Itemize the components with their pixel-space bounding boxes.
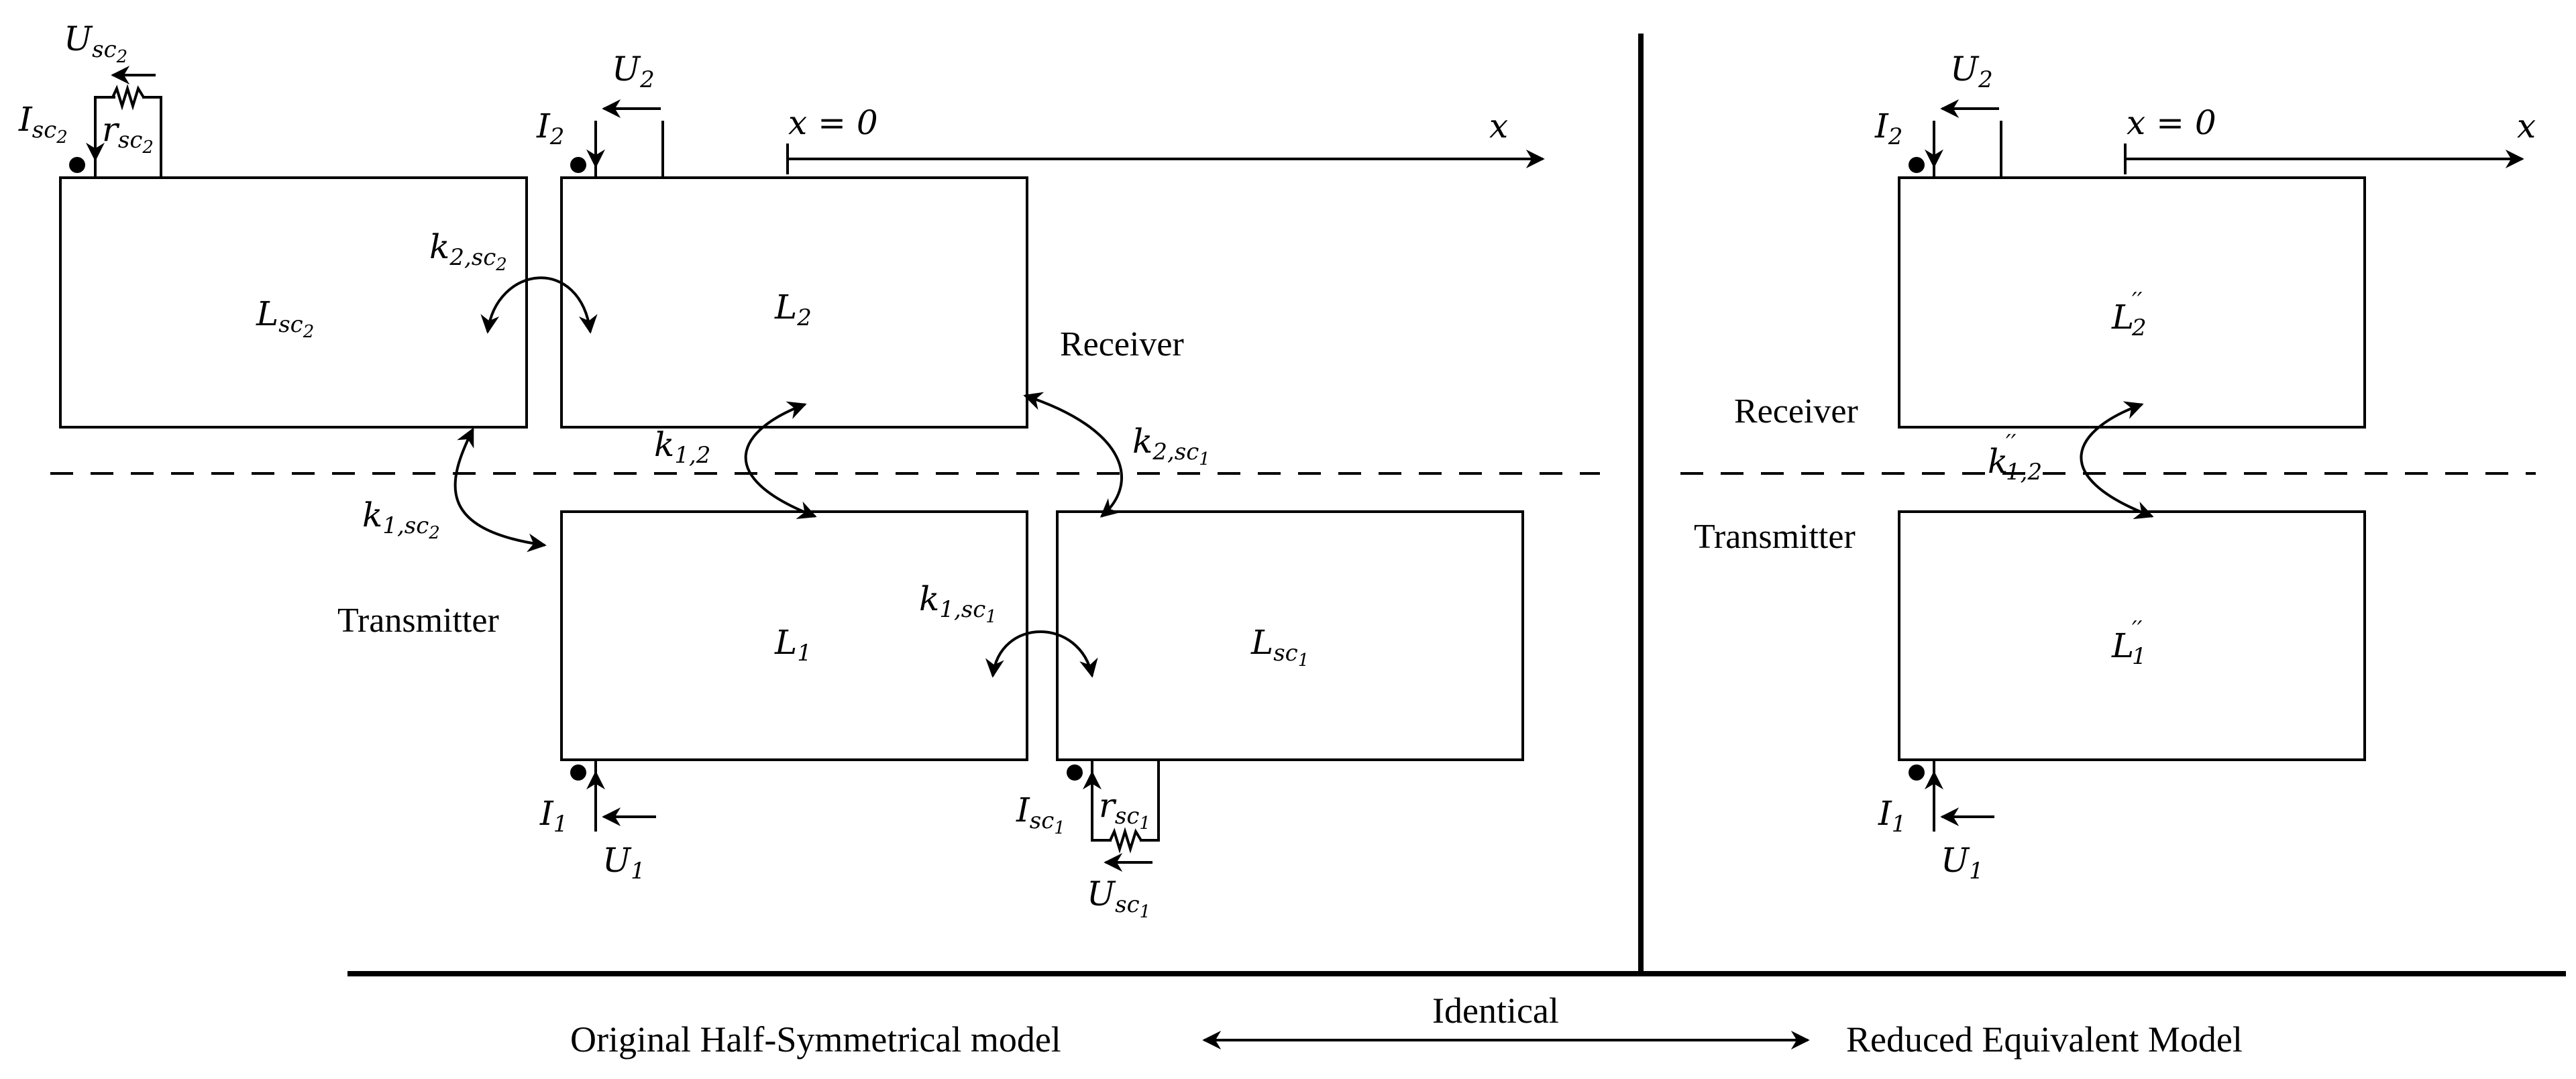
label-U2-reduced: U2	[1950, 50, 1993, 93]
coupling-arrow-k1sc1	[985, 630, 1098, 678]
terminal-L2-reduced	[1909, 99, 2002, 178]
box-L-sc2	[59, 176, 528, 429]
label-U1-reduced: U1	[1941, 841, 1984, 885]
label-k1sc1: k1,sc1	[919, 579, 997, 627]
label-U2: U2	[612, 50, 655, 93]
label-receiver: Receiver	[1060, 325, 1184, 363]
box-L2	[560, 176, 1028, 429]
label-receiver-reduced: Receiver	[1734, 392, 1858, 431]
terminal-L-sc1	[1067, 760, 1160, 872]
label-I2: I2	[536, 107, 564, 150]
label-transmitter-reduced: Transmitter	[1694, 518, 1856, 556]
footer-reduced: Reduced Equivalent Model	[1846, 1019, 2243, 1060]
box-L1-reduced	[1898, 510, 2366, 761]
label-L1-reduced: L ′′ 1	[2111, 616, 2147, 670]
label-U-sc1: Usc1	[1087, 874, 1150, 922]
svg-text:L: L	[2111, 626, 2134, 665]
label-I1-reduced: I1	[1878, 794, 1906, 838]
footer-identical: Identical	[1432, 990, 1559, 1031]
coupling-arrow-k1sc2	[453, 427, 547, 553]
svg-text:1: 1	[2132, 643, 2147, 670]
box-L2-reduced	[1898, 176, 2366, 429]
terminal-L2	[570, 99, 664, 178]
svg-text:2: 2	[2131, 315, 2147, 341]
label-transmitter: Transmitter	[337, 602, 499, 640]
label-U1: U1	[602, 841, 645, 885]
label-x0-reduced: x = 0	[2127, 103, 2216, 142]
terminal-L-sc2	[69, 66, 162, 178]
box-L-sc1	[1056, 510, 1524, 761]
label-I2-reduced: I2	[1874, 107, 1902, 150]
label-I1: I1	[539, 794, 568, 838]
svg-text:k: k	[1988, 442, 2008, 481]
label-k2sc2: k2,sc2	[429, 227, 507, 275]
label-k1sc2: k1,sc2	[362, 496, 440, 543]
label-I-sc1: Isc1	[1016, 791, 1065, 838]
label-L-sc1: Lsc1	[1250, 623, 1309, 671]
label-k12-reduced: k ′′ 1,2	[1988, 430, 2042, 486]
label-L1: L1	[774, 623, 812, 667]
x-axis-reduced	[2124, 144, 2524, 174]
x-axis-original	[786, 144, 1545, 174]
coupling-arrow-k12-reduced	[2080, 401, 2154, 520]
svg-text:1,2: 1,2	[2006, 459, 2042, 486]
label-r-sc1: rsc1	[1099, 786, 1150, 834]
label-x0-original: x = 0	[788, 103, 878, 142]
svg-text:′′: ′′	[2006, 430, 2017, 457]
label-L2: L2	[774, 288, 812, 331]
label-L-sc2: Lsc2	[256, 294, 314, 342]
svg-text:′′: ′′	[2132, 288, 2143, 315]
svg-text:′′: ′′	[2132, 616, 2143, 643]
terminal-L1-reduced	[1909, 760, 1994, 832]
label-L2-reduced: L ′′ 2	[2111, 288, 2147, 341]
label-I-sc2: Isc2	[18, 100, 68, 148]
label-r-sc2: rsc2	[102, 110, 154, 158]
coupling-arrow-k2sc2	[480, 276, 598, 334]
label-k2sc1: k2,sc1	[1132, 422, 1210, 469]
svg-text:L: L	[2111, 298, 2134, 337]
label-x-reduced: x	[2517, 107, 2536, 146]
label-U-sc2: Usc2	[64, 19, 127, 67]
box-L1	[560, 510, 1028, 761]
footer-original: Original Half-Symmetrical model	[570, 1019, 1061, 1060]
terminal-L1	[570, 760, 656, 832]
label-x-original: x	[1489, 107, 1508, 146]
label-k12: k1,2	[654, 425, 710, 469]
coupling-arrow-k2sc1	[1023, 392, 1123, 518]
coupling-arrow-k12	[744, 401, 817, 519]
